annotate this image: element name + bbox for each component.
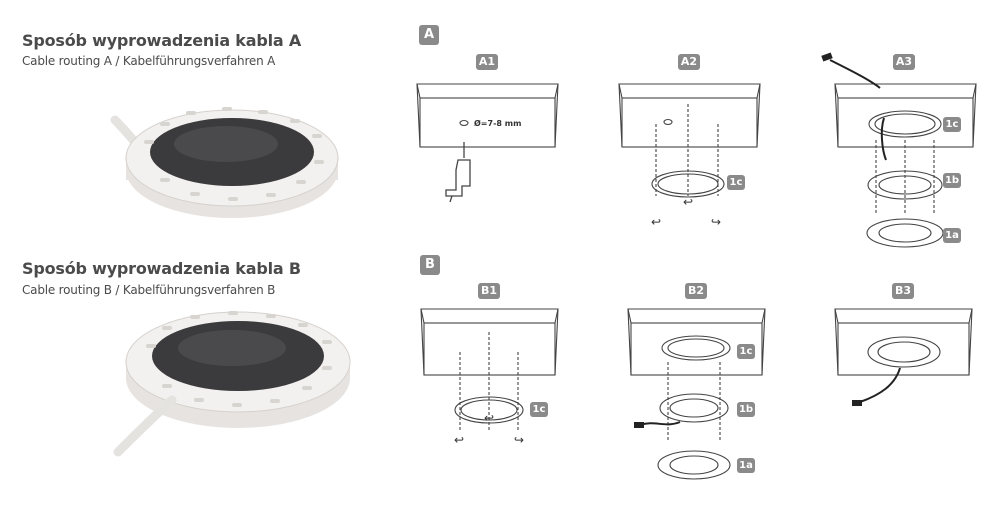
svg-text:↩: ↩ <box>651 215 661 229</box>
drill-icon <box>445 142 471 203</box>
section-a-title: Sposób wyprowadzenia kabla A <box>22 31 302 50</box>
part-1b-tag-a3: 1b <box>943 173 961 188</box>
part-1c-tag-a3: 1c <box>943 117 961 132</box>
a3-assembly <box>829 59 977 248</box>
a2-ceiling-block <box>618 83 761 198</box>
b2-assembly <box>627 308 766 480</box>
step-b1-tag: B1 <box>478 283 500 299</box>
a1-ceiling-block <box>416 83 559 148</box>
hole-diameter-label: Ø=7-8 mm <box>474 118 521 128</box>
product-b-image <box>113 311 351 457</box>
step-a1-tag: A1 <box>476 54 498 70</box>
b3-ceiling-block <box>834 308 973 403</box>
svg-text:↪: ↪ <box>514 433 524 447</box>
svg-text:↩: ↩ <box>454 433 464 447</box>
svg-text:↩: ↩ <box>484 411 494 425</box>
step-b3-tag: B3 <box>892 283 914 299</box>
section-a-tag: A <box>419 25 439 45</box>
step-b2-tag: B2 <box>685 283 707 299</box>
part-1c-tag-a2: 1c <box>727 175 745 190</box>
part-1c-tag-b2: 1c <box>737 344 755 359</box>
section-b-title: Sposób wyprowadzenia kabla B <box>22 259 301 278</box>
svg-text:↩: ↩ <box>683 195 693 209</box>
b1-ceiling-block <box>420 308 559 430</box>
section-b-tag: B <box>420 255 440 275</box>
cable-connectors <box>634 52 862 428</box>
section-b-subtitle: Cable routing B / Kabelführungsverfahren… <box>22 283 276 297</box>
hook-markers: ↩ ↪ ↩ ↩ ↪ ↩ <box>454 195 721 447</box>
step-a2-tag: A2 <box>678 54 700 70</box>
part-1b-tag-b2: 1b <box>737 402 755 417</box>
part-1a-tag-b2: 1a <box>737 458 755 473</box>
svg-text:↪: ↪ <box>711 215 721 229</box>
product-a-image <box>110 107 339 218</box>
part-1a-tag-a3: 1a <box>943 228 961 243</box>
part-1c-tag-b1: 1c <box>530 402 548 417</box>
step-a3-tag: A3 <box>893 54 915 70</box>
section-a-subtitle: Cable routing A / Kabelführungsverfahren… <box>22 54 276 68</box>
